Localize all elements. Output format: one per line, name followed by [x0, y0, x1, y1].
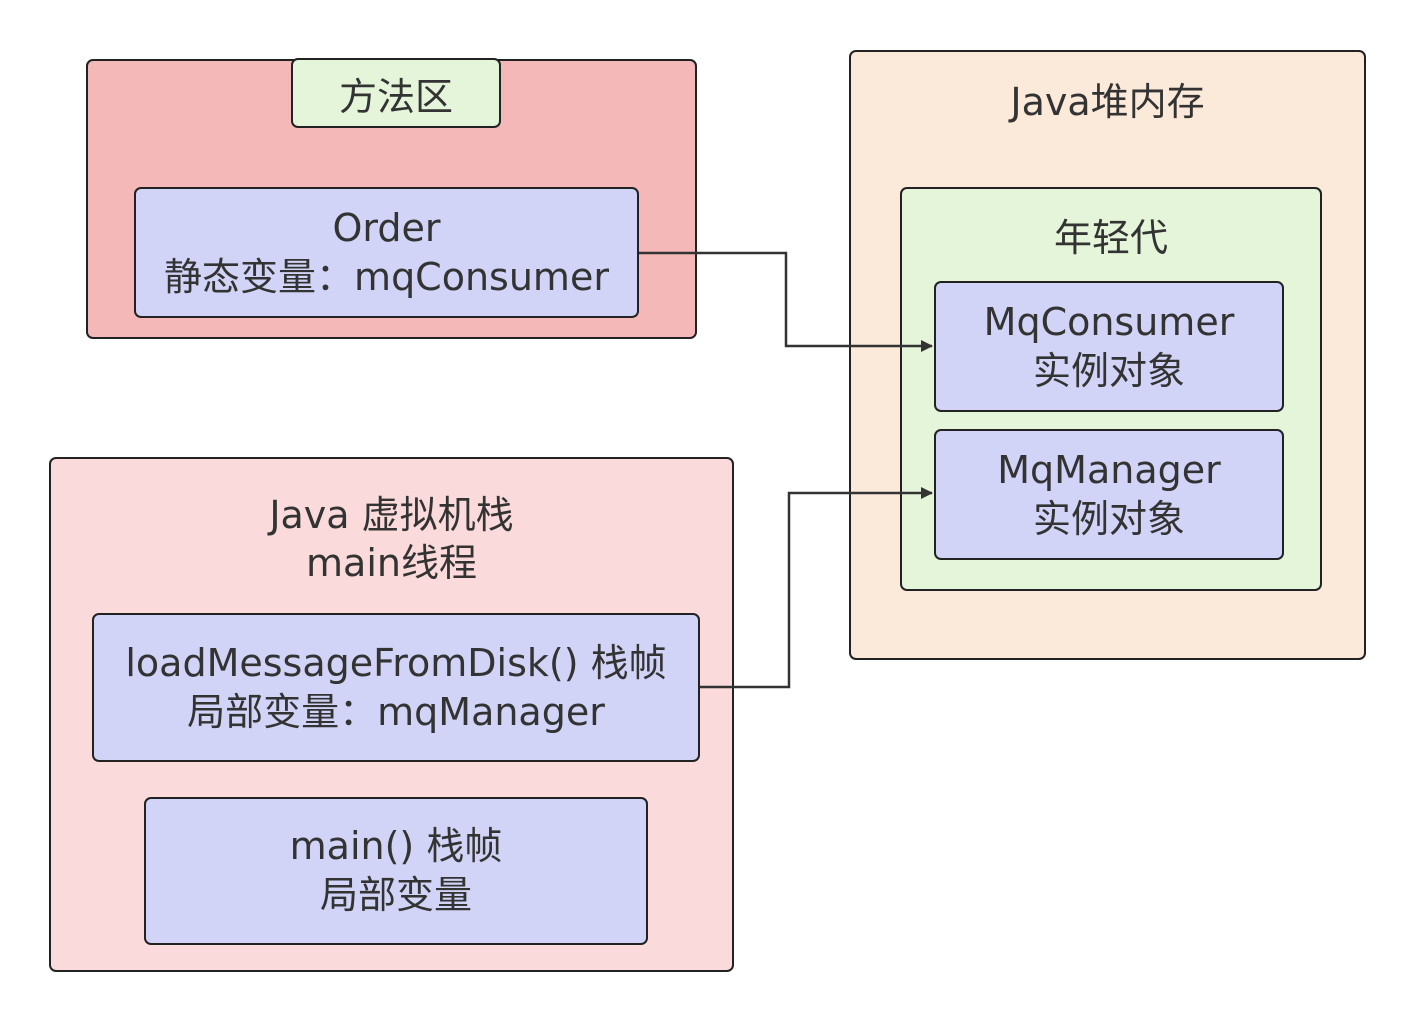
order-node-line1: Order: [332, 205, 441, 250]
load-message-stack-frame-node: loadMessageFromDisk() 栈帧 局部变量：mqManager: [92, 613, 700, 762]
order-static-variable-node: Order 静态变量：mqConsumer: [134, 187, 639, 318]
consumer-node-line2: 实例对象: [1032, 348, 1185, 393]
load-frame-line2: 局部变量：mqManager: [187, 689, 605, 734]
java-heap-title: Java堆内存: [1010, 80, 1205, 124]
young-generation-title: 年轻代: [1053, 216, 1168, 260]
main-frame-line2: 局部变量: [319, 873, 472, 917]
load-frame-line1: loadMessageFromDisk() 栈帧: [125, 640, 667, 685]
method-area-title: 方法区: [291, 58, 501, 128]
manager-node-line1: MqManager: [997, 447, 1221, 492]
main-stack-frame-node: main() 栈帧 局部变量: [144, 797, 648, 945]
jvm-stack-title-line2: main线程: [306, 541, 477, 585]
jvm-stack-title-line1: Java 虚拟机栈: [269, 493, 514, 537]
jvm-stack-title: Java 虚拟机栈 main线程: [49, 491, 734, 587]
mqmanager-instance-node: MqManager 实例对象: [934, 429, 1284, 560]
order-node-line2: 静态变量：mqConsumer: [164, 254, 609, 299]
consumer-node-line1: MqConsumer: [983, 299, 1235, 344]
mqconsumer-instance-node: MqConsumer 实例对象: [934, 281, 1284, 412]
method-area-title-text: 方法区: [338, 74, 453, 119]
main-frame-line1: main() 栈帧: [289, 824, 503, 868]
manager-node-line2: 实例对象: [1032, 496, 1185, 541]
